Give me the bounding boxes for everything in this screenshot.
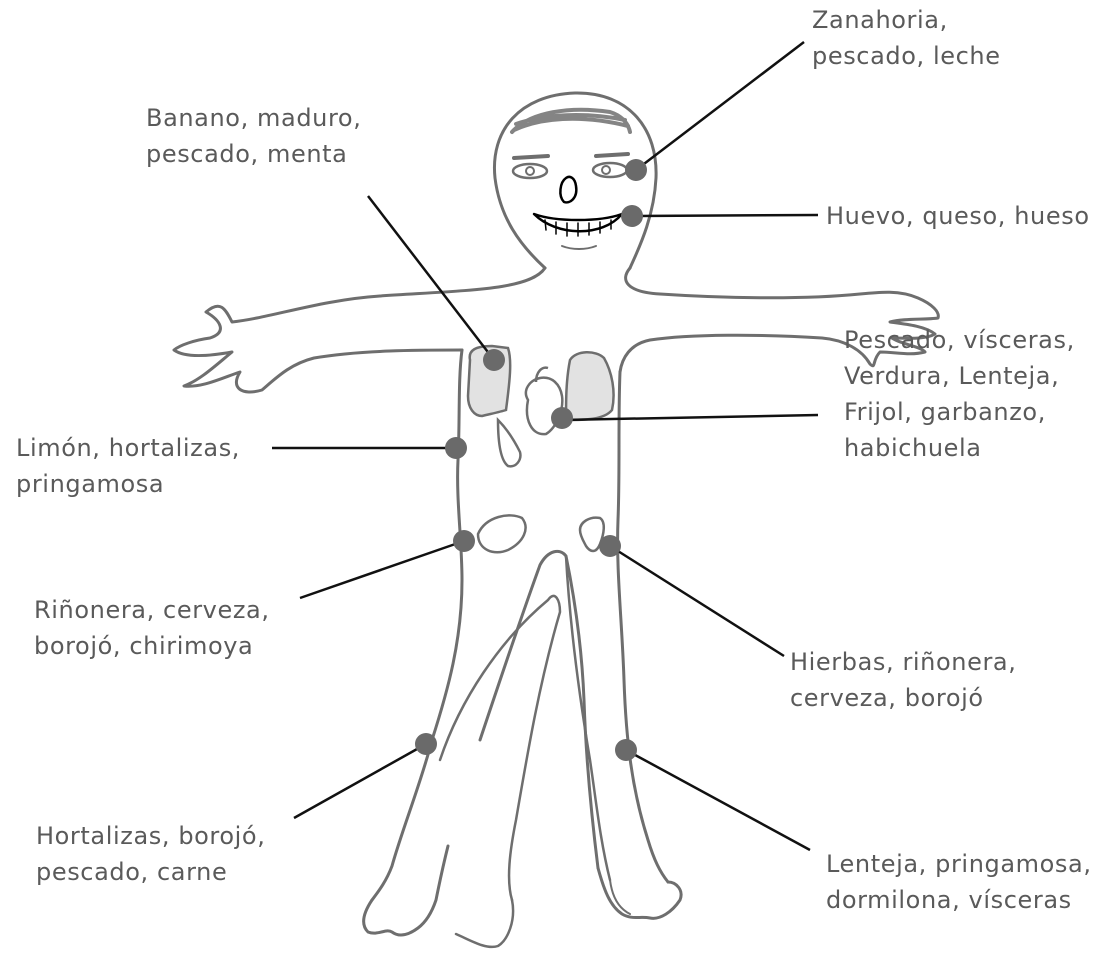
- torso-right-side: [372, 350, 462, 900]
- label-line: Limón, hortalizas,: [16, 430, 240, 466]
- dot-liver: [445, 437, 467, 459]
- label-leg-left: Lenteja, pringamosa, dormilona, vísceras: [826, 846, 1092, 918]
- label-leg-right: Hortalizas, borojó, pescado, carne: [36, 818, 265, 890]
- dot-heart: [551, 407, 573, 429]
- right-eyebrow: [514, 156, 548, 158]
- label-kidney-left: Hierbas, riñonera, cerveza, borojó: [790, 644, 1016, 716]
- nose: [560, 177, 576, 203]
- label-liver: Limón, hortalizas, pringamosa: [16, 430, 240, 502]
- dot-lungs: [483, 349, 505, 371]
- label-line: Hierbas, riñonera,: [790, 644, 1016, 680]
- dot-eyes: [625, 159, 647, 181]
- left-foot: [598, 868, 681, 918]
- torso-left-side: [618, 372, 668, 882]
- label-line: Lenteja, pringamosa,: [826, 846, 1092, 882]
- leader-leg-right: [294, 744, 426, 818]
- label-heart: Pescado, vísceras, Verdura, Lenteja, Fri…: [844, 322, 1075, 466]
- label-line: Hortalizas, borojó,: [36, 818, 265, 854]
- label-line: pescado, carne: [36, 854, 265, 890]
- label-line: habichuela: [844, 430, 1075, 466]
- label-line: pescado, leche: [812, 38, 1001, 74]
- label-line: dormilona, vísceras: [826, 882, 1092, 918]
- right-foot: [364, 846, 448, 935]
- label-line: Riñonera, cerveza,: [34, 592, 270, 628]
- left-eyebrow: [596, 154, 628, 156]
- leader-jaw: [632, 215, 818, 216]
- label-line: Zanahoria,: [812, 2, 1001, 38]
- label-line: Huevo, queso, hueso: [826, 198, 1090, 234]
- crotch: [480, 551, 598, 868]
- leader-leg-left: [626, 750, 810, 850]
- leader-kidney-left: [610, 546, 784, 656]
- dot-leg-left: [615, 739, 637, 761]
- dot-kidney-left: [599, 535, 621, 557]
- left-lung: [566, 352, 614, 420]
- leader-lungs: [368, 196, 494, 360]
- label-line: Pescado, vísceras,: [844, 322, 1075, 358]
- label-line: pescado, menta: [146, 136, 361, 172]
- right-kidney: [478, 515, 526, 552]
- leader-eyes: [636, 42, 804, 170]
- label-jaw: Huevo, queso, hueso: [826, 198, 1090, 234]
- label-eyes: Zanahoria, pescado, leche: [812, 2, 1001, 74]
- hair: [512, 110, 630, 132]
- chin-line: [562, 246, 596, 249]
- label-lungs: Banano, maduro, pescado, menta: [146, 100, 361, 172]
- dot-jaw: [621, 205, 643, 227]
- dot-leg-right: [415, 733, 437, 755]
- label-line: borojó, chirimoya: [34, 628, 270, 664]
- label-kidney-right: Riñonera, cerveza, borojó, chirimoya: [34, 592, 270, 664]
- label-line: Verdura, Lenteja,: [844, 358, 1075, 394]
- label-line: Banano, maduro,: [146, 100, 361, 136]
- dot-kidney-right: [453, 530, 475, 552]
- label-line: Frijol, garbanzo,: [844, 394, 1075, 430]
- leader-kidney-right: [300, 541, 464, 598]
- label-line: cerveza, borojó: [790, 680, 1016, 716]
- label-line: pringamosa: [16, 466, 240, 502]
- liver: [498, 420, 520, 466]
- left-leg-inner: [566, 556, 610, 880]
